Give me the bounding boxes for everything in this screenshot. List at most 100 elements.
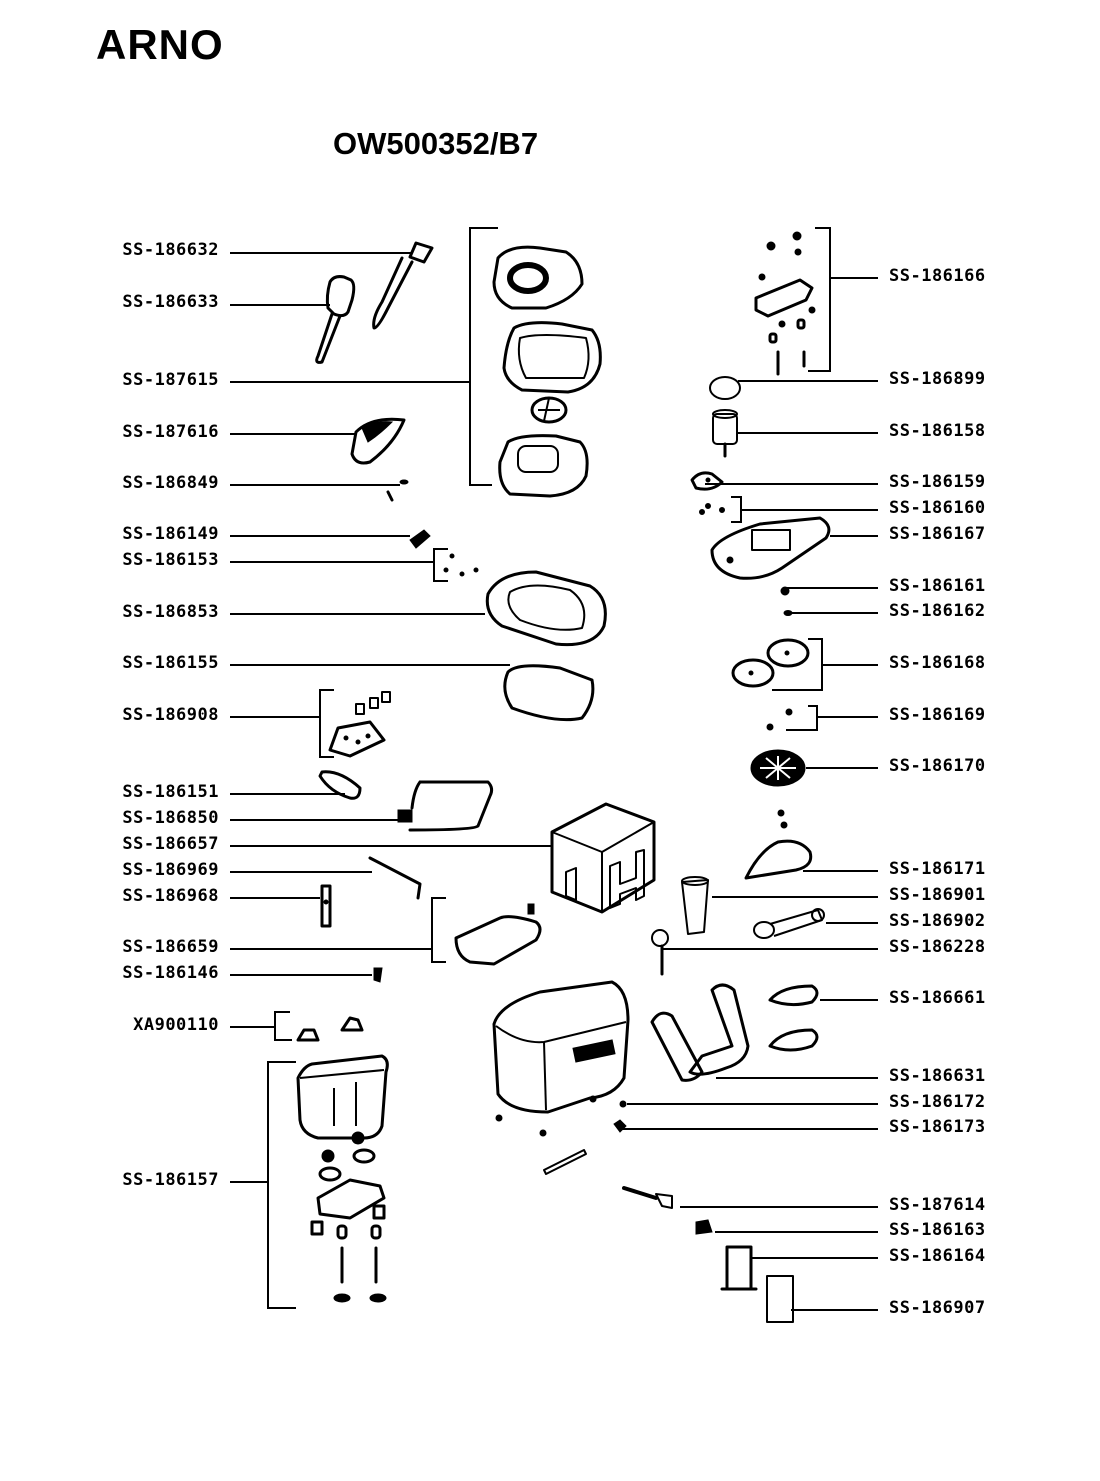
part-label-right[interactable]: SS-186159: [889, 472, 986, 492]
housing-part: [492, 980, 630, 1114]
o-ring-part: [709, 376, 741, 400]
part-label-right[interactable]: SS-186164: [889, 1246, 986, 1266]
part-label-right[interactable]: SS-186161: [889, 576, 986, 596]
part-label-right[interactable]: SS-186168: [889, 653, 986, 673]
bracket-lower-element: [431, 897, 446, 963]
brush-part: [372, 241, 434, 330]
latch-part: [409, 529, 431, 549]
part-label-left[interactable]: SS-186849: [122, 473, 219, 493]
bracket-drive-kit: [808, 227, 831, 372]
part-label-left[interactable]: SS-186632: [122, 240, 219, 260]
screws-part: [443, 553, 479, 577]
part-label-left[interactable]: XA900110: [133, 1015, 219, 1035]
handle-cover-part: [350, 417, 406, 465]
part-label-left[interactable]: SS-186146: [122, 963, 219, 983]
gasket-part: [503, 664, 595, 722]
bread-pan-part: [296, 1054, 389, 1140]
part-label-left[interactable]: SS-186151: [122, 782, 219, 802]
measuring-cup-part: [681, 876, 709, 935]
brand-logo: ARNO: [96, 21, 224, 68]
lid-top-part: [492, 245, 584, 310]
bracket-control-kit: [319, 689, 334, 758]
rod-part: [368, 856, 422, 900]
part-label-right[interactable]: SS-186907: [889, 1298, 986, 1318]
lid-frame-part: [502, 321, 602, 394]
pulley-discs-part: [731, 638, 810, 688]
clip-part: [373, 967, 383, 983]
part-label-right[interactable]: SS-186631: [889, 1066, 986, 1086]
housing-screws-part: [495, 1095, 627, 1137]
part-label-right[interactable]: SS-186661: [889, 988, 986, 1008]
part-label-right[interactable]: SS-186169: [889, 705, 986, 725]
lid-bottom-part: [498, 434, 589, 498]
part-label-right[interactable]: SS-186902: [889, 911, 986, 931]
bracket-pulley-discs: [772, 638, 823, 691]
small-spring-part: [386, 479, 409, 502]
spatula-part: [315, 275, 356, 364]
part-label-left[interactable]: SS-186659: [122, 937, 219, 957]
part-label-left[interactable]: SS-186969: [122, 860, 219, 880]
bracket-paddles: [274, 1011, 292, 1041]
heating-element-part: [397, 780, 494, 832]
part-label-left[interactable]: SS-186850: [122, 808, 219, 828]
part-label-left[interactable]: SS-186853: [122, 602, 219, 622]
bracket-nuts: [731, 496, 742, 523]
top-frame-part: [485, 570, 607, 647]
part-label-left[interactable]: SS-186908: [122, 705, 219, 725]
fasteners-part: [766, 708, 793, 731]
pan-drive-parts: [310, 1131, 387, 1303]
bracket-fasteners: [786, 705, 818, 731]
right-leader-lines: [622, 277, 878, 1311]
model-number: OW500352/B7: [333, 126, 539, 161]
part-label-right[interactable]: SS-186173: [889, 1117, 986, 1137]
part-label-right[interactable]: SS-186170: [889, 756, 986, 776]
part-label-right[interactable]: SS-186158: [889, 421, 986, 441]
inner-chamber-part: [550, 802, 656, 914]
part-label-right[interactable]: SS-186228: [889, 937, 986, 957]
part-label-left[interactable]: SS-186155: [122, 653, 219, 673]
part-label-left[interactable]: SS-186149: [122, 524, 219, 544]
part-label-right[interactable]: SS-186901: [889, 885, 986, 905]
nuts-part: [699, 503, 725, 515]
kneading-paddle-part: [296, 1016, 364, 1042]
bracket-lid-assembly: [469, 227, 498, 486]
part-label-right[interactable]: SS-186167: [889, 524, 986, 544]
bracket-bread-pan: [267, 1061, 296, 1309]
left-leader-lines: [230, 252, 552, 1183]
part-label-right[interactable]: SS-186160: [889, 498, 986, 518]
control-board-part: [328, 691, 391, 758]
part-label-left[interactable]: SS-186153: [122, 550, 219, 570]
motor-mount-part: [690, 471, 724, 491]
part-label-left[interactable]: SS-186968: [122, 886, 219, 906]
drive-belt-part: [744, 839, 813, 880]
fuse-label-part: [766, 1275, 794, 1323]
thermostat-part: [720, 1245, 758, 1291]
base-plate-part: [710, 516, 831, 580]
part-label-left[interactable]: SS-186657: [122, 834, 219, 854]
motor-part: [712, 409, 738, 458]
part-label-left[interactable]: SS-186157: [122, 1170, 219, 1190]
handle-part: [650, 983, 750, 1082]
cord-clamp-part: [695, 1219, 713, 1235]
part-label-right[interactable]: SS-186172: [889, 1092, 986, 1112]
rubber-strip-part: [543, 1149, 587, 1175]
bracket-part: [320, 884, 332, 928]
part-label-right[interactable]: SS-186171: [889, 859, 986, 879]
part-label-left[interactable]: SS-187616: [122, 422, 219, 442]
power-cord-part: [622, 1186, 673, 1209]
washer-part: [780, 586, 793, 616]
drive-coupling-part: [754, 231, 816, 376]
button-part: [318, 770, 362, 800]
belt-spacer-part: [777, 809, 788, 829]
part-label-left[interactable]: SS-187615: [122, 370, 219, 390]
part-label-right[interactable]: SS-186162: [889, 601, 986, 621]
lid-window-part: [530, 396, 568, 424]
part-label-right[interactable]: SS-186899: [889, 369, 986, 389]
right-brackets: [731, 227, 831, 731]
part-label-right[interactable]: SS-186166: [889, 266, 986, 286]
part-label-left[interactable]: SS-186633: [122, 292, 219, 312]
part-label-right[interactable]: SS-186163: [889, 1220, 986, 1240]
bracket-screws: [433, 548, 448, 582]
part-label-right[interactable]: SS-187614: [889, 1195, 986, 1215]
